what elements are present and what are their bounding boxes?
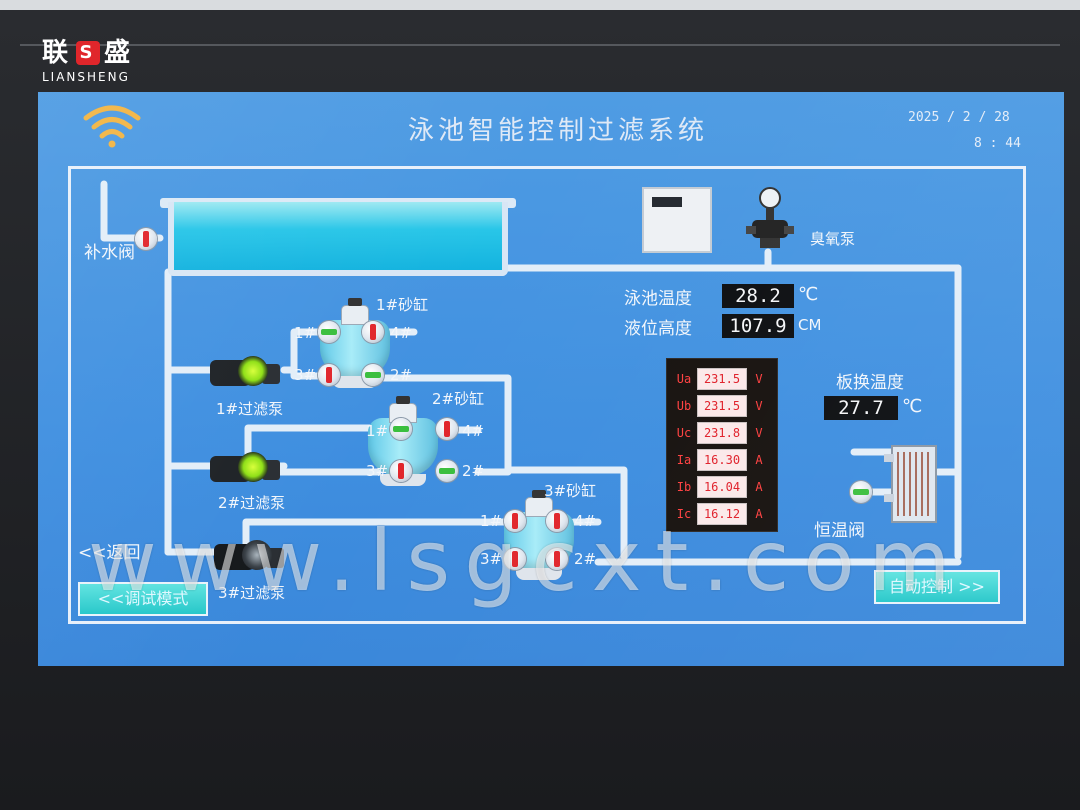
tank3-port-4-label: 4# <box>574 512 597 530</box>
page-title: 泳池智能控制过滤系统 <box>407 116 708 146</box>
brand-name: 联 S 盛 <box>42 38 134 68</box>
tank3-valve-4[interactable] <box>546 510 568 532</box>
meter-value: 16.04 <box>697 475 747 498</box>
process-frame <box>68 166 1026 624</box>
tank2-valve-1[interactable] <box>390 418 412 440</box>
tank1-port-2-label: 2# <box>390 366 413 384</box>
bezel-highlight <box>20 44 1060 46</box>
tank1-port-1-label: 1# <box>294 324 317 342</box>
tank3-port-3-label: 3# <box>480 550 503 568</box>
power-meter-panel: Ua 231.5 V Ub 231.5 V Uc 231.8 V Ia 16.3… <box>666 358 778 532</box>
tank2-valve-3[interactable] <box>390 460 412 482</box>
pool-temp-readout: 28.2 <box>722 284 794 308</box>
thermostatic-valve-label: 恒温阀 <box>814 521 865 541</box>
brand-name-en: LIANSHENG <box>42 70 130 84</box>
filter-pump-3-label: 3#过滤泵 <box>218 584 286 602</box>
meter-row-ic: Ic 16.12 A <box>671 500 773 527</box>
pool-temp-unit: ℃ <box>798 284 819 305</box>
meter-value: 231.5 <box>697 367 747 390</box>
makeup-valve-label: 补水阀 <box>84 243 135 263</box>
brand-name-right: 盛 <box>104 38 135 68</box>
watermark-text: www.lsgcxt.com <box>88 512 965 610</box>
ozone-pump-icon[interactable] <box>742 186 798 252</box>
meter-row-ua: Ua 231.5 V <box>671 365 773 392</box>
tank1-valve-4[interactable] <box>362 321 384 343</box>
meter-value: 16.30 <box>697 448 747 471</box>
pipe-network <box>100 180 962 566</box>
heat-exchanger-icon <box>884 445 937 523</box>
tank3-valve-2[interactable] <box>546 548 568 570</box>
thermostatic-valve[interactable] <box>850 481 872 503</box>
tank1-valve-2[interactable] <box>362 364 384 386</box>
brand-s-icon: S <box>76 41 101 65</box>
filter-pump-3[interactable] <box>214 538 284 572</box>
wifi-icon <box>83 105 141 148</box>
filter-pump-2[interactable] <box>210 450 280 484</box>
water-level-readout: 107.9 <box>722 314 794 338</box>
time-display: 8 : 44 <box>974 136 1021 151</box>
filter-pump-2-label: 2#过滤泵 <box>218 494 286 512</box>
meter-value: 16.12 <box>697 502 747 525</box>
water-level-label: 液位高度 <box>624 319 692 339</box>
hx-temp-readout: 27.7 <box>824 396 898 420</box>
water-level-unit: CM <box>798 316 822 334</box>
sand-tank-1-label: 1#砂缸 <box>376 296 429 314</box>
debug-mode-button[interactable]: <<调试模式 <box>78 582 208 616</box>
background-wall <box>0 0 1080 12</box>
tank3-port-2-label: 2# <box>574 550 597 568</box>
tank3-valve-3[interactable] <box>504 548 526 570</box>
tank3-valve-1[interactable] <box>504 510 526 532</box>
meter-row-ia: Ia 16.30 A <box>671 446 773 473</box>
swimming-pool <box>168 202 508 276</box>
tank2-valve-4[interactable] <box>436 418 458 440</box>
meter-row-ib: Ib 16.04 A <box>671 473 773 500</box>
pool-temp-label: 泳池温度 <box>624 289 692 309</box>
ozone-pump-label: 臭氧泵 <box>810 230 856 248</box>
tank1-port-3-label: 3# <box>294 366 317 384</box>
tank1-port-4-label: 4# <box>390 324 413 342</box>
back-link[interactable]: <<返回 <box>78 543 141 563</box>
sand-tank-3-label: 3#砂缸 <box>544 482 597 500</box>
tank2-port-2-label: 2# <box>462 462 485 480</box>
filter-pump-1-label: 1#过滤泵 <box>216 400 284 418</box>
ozone-controller[interactable] <box>642 187 712 253</box>
hmi-screen: 泳池智能控制过滤系统 2025 / 2 / 28 8 : 44 <box>38 92 1064 666</box>
tank2-port-3-label: 3# <box>366 462 389 480</box>
tank1-valve-1[interactable] <box>318 321 340 343</box>
sand-tank-2-label: 2#砂缸 <box>432 390 485 408</box>
meter-row-uc: Uc 231.8 V <box>671 419 773 446</box>
brand-logo-block: 联 S 盛 LIANSHENG <box>42 38 134 84</box>
tank2-valve-2[interactable] <box>436 460 458 482</box>
hx-temp-label: 板换温度 <box>836 373 904 393</box>
tank3-port-1-label: 1# <box>480 512 503 530</box>
filter-pump-1[interactable] <box>210 354 280 388</box>
tank2-port-1-label: 1# <box>366 422 389 440</box>
tank2-port-4-label: 4# <box>462 422 485 440</box>
date-display: 2025 / 2 / 28 <box>908 110 1010 125</box>
makeup-valve[interactable] <box>135 228 157 250</box>
hx-temp-unit: ℃ <box>902 396 923 417</box>
brand-name-left: 联 <box>42 38 73 68</box>
meter-row-ub: Ub 231.5 V <box>671 392 773 419</box>
tank1-valve-3[interactable] <box>318 364 340 386</box>
auto-control-button[interactable]: 自动控制 >> <box>874 570 1000 604</box>
meter-value: 231.5 <box>697 394 747 417</box>
meter-value: 231.8 <box>697 421 747 444</box>
